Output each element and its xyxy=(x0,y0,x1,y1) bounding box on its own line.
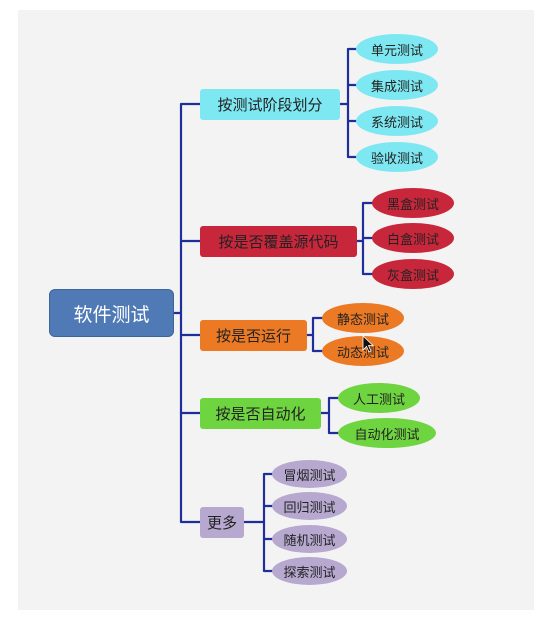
leaf-exploratory-test[interactable]: 探索测试 xyxy=(272,557,347,585)
leaf-smoke-test[interactable]: 冒烟测试 xyxy=(272,460,347,488)
leaf-label: 人工测试 xyxy=(352,392,405,408)
branch-by-automation[interactable]: 按是否自动化 xyxy=(200,398,321,429)
leaf-label: 静态测试 xyxy=(336,312,389,328)
leaf-label: 单元测试 xyxy=(370,43,423,59)
leaf-manual-test[interactable]: 人工测试 xyxy=(338,383,420,413)
branch-label: 按是否覆盖源代码 xyxy=(218,233,339,251)
leaf-blackbox-test[interactable]: 黑盒测试 xyxy=(372,188,454,218)
mouse-cursor-icon xyxy=(362,335,374,353)
branch-by-source-coverage[interactable]: 按是否覆盖源代码 xyxy=(200,226,357,257)
branch-label: 更多 xyxy=(206,514,237,532)
leaf-system-test[interactable]: 系统测试 xyxy=(356,106,438,136)
leaf-label: 灰盒测试 xyxy=(386,268,439,284)
branch-by-execution[interactable]: 按是否运行 xyxy=(200,320,307,351)
leaf-acceptance-test[interactable]: 验收测试 xyxy=(356,142,438,172)
branch-label: 按是否自动化 xyxy=(215,405,306,423)
leaf-label: 冒烟测试 xyxy=(283,468,336,484)
root-label: 软件测试 xyxy=(73,303,150,326)
branch-label: 按测试阶段划分 xyxy=(217,96,323,114)
leaf-label: 探索测试 xyxy=(283,565,336,581)
leaf-unit-test[interactable]: 单元测试 xyxy=(356,34,438,64)
leaf-regression-test[interactable]: 回归测试 xyxy=(272,492,347,520)
leaf-random-test[interactable]: 随机测试 xyxy=(272,525,347,553)
leaf-label: 随机测试 xyxy=(283,533,336,549)
leaf-automated-test[interactable]: 自动化测试 xyxy=(338,418,436,448)
leaf-label: 黑盒测试 xyxy=(386,197,439,213)
leaf-graybox-test[interactable]: 灰盒测试 xyxy=(372,259,454,289)
leaf-label: 系统测试 xyxy=(370,115,423,131)
leaf-label: 白盒测试 xyxy=(386,232,439,248)
leaf-label: 自动化测试 xyxy=(354,427,420,443)
leaf-integration-test[interactable]: 集成测试 xyxy=(356,70,438,100)
branch-by-stage[interactable]: 按测试阶段划分 xyxy=(200,89,340,120)
leaf-whitebox-test[interactable]: 白盒测试 xyxy=(372,223,454,253)
leaf-label: 回归测试 xyxy=(283,500,336,516)
leaf-label: 验收测试 xyxy=(370,151,423,167)
leaf-label: 动态测试 xyxy=(336,345,389,361)
root-node[interactable]: 软件测试 xyxy=(49,289,174,337)
branch-more[interactable]: 更多 xyxy=(200,507,244,538)
leaf-static-test[interactable]: 静态测试 xyxy=(322,303,404,333)
leaf-label: 集成测试 xyxy=(370,79,423,95)
branch-label: 按是否运行 xyxy=(215,327,291,345)
